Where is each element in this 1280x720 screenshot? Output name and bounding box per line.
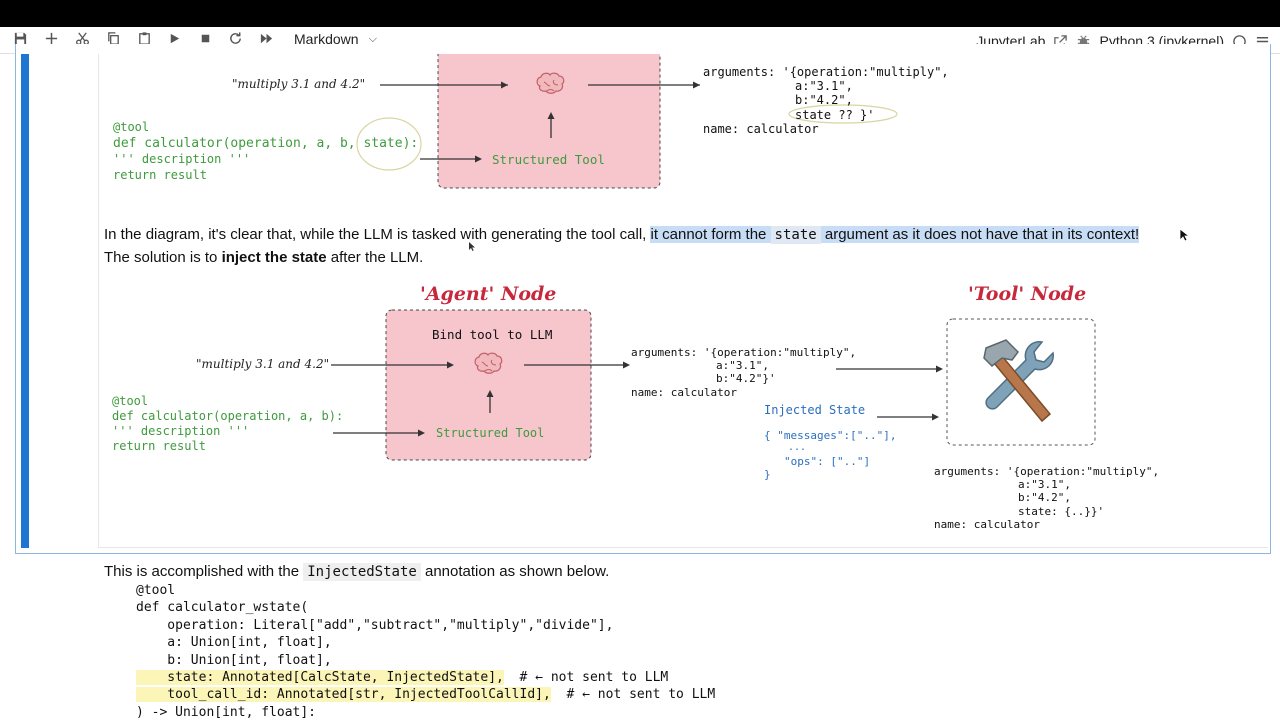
tool-node-title: 'Tool' Node bbox=[968, 283, 1087, 305]
brain-icon bbox=[536, 72, 565, 94]
state-question-ellipse bbox=[788, 104, 898, 124]
bottom-args-line-2: a:"3.1", bbox=[716, 359, 769, 372]
top-input-prompt: "multiply 3.1 and 4.2" bbox=[232, 77, 366, 91]
next-cell-intro-end: annotation as shown below. bbox=[420, 563, 610, 580]
prose-line-2: The solution is to inject the state afte… bbox=[104, 249, 423, 266]
prose-line-2-start: The solution is to bbox=[104, 249, 222, 266]
interrupt-kernel-button[interactable] bbox=[194, 30, 216, 52]
code-line-highlighted: state: Annotated[CalcState, InjectedStat… bbox=[136, 669, 715, 686]
cell-collapser-bar[interactable] bbox=[21, 54, 29, 548]
selected-text: it cannot form the state argument as it … bbox=[650, 226, 1140, 244]
code-line-highlighted: tool_call_id: Annotated[str, InjectedToo… bbox=[136, 686, 715, 703]
top-args-line-3: b:"4.2", bbox=[795, 93, 853, 107]
top-args-line-1: arguments: '{operation:"multiply", bbox=[703, 65, 949, 79]
tool-args-line-1: arguments: '{operation:"multiply", bbox=[934, 465, 1160, 478]
bottom-name-line: name: calculator bbox=[631, 386, 737, 399]
top-code-line-4: return result bbox=[113, 168, 207, 182]
refresh-icon bbox=[228, 31, 243, 51]
tool-name-line: name: calculator bbox=[934, 518, 1040, 531]
bottom-input-prompt: "multiply 3.1 and 4.2" bbox=[196, 357, 330, 371]
cell-content-area bbox=[98, 54, 1268, 548]
code-line: b: Union[int, float], bbox=[136, 652, 332, 668]
highlighted-toolcallid-arg: tool_call_id: Annotated[str, InjectedToo… bbox=[136, 687, 551, 703]
tool-args-line-2: a:"3.1", bbox=[1018, 478, 1071, 491]
injected-state-line-4: } bbox=[764, 468, 771, 481]
inline-code-state: state bbox=[770, 226, 821, 244]
bottom-args-line-3: b:"4.2"}' bbox=[716, 372, 776, 385]
top-code-line-2: def calculator(operation, a, b, state): bbox=[113, 136, 419, 151]
text-caret-icon bbox=[469, 242, 475, 251]
injected-state-line-2: ... bbox=[788, 442, 807, 453]
prose-highlight-b: argument as it does not have that in its… bbox=[820, 226, 1140, 243]
brain-icon bbox=[474, 352, 503, 374]
top-code-line-1: @tool bbox=[113, 120, 150, 134]
top-structured-tool: Structured Tool bbox=[492, 152, 605, 167]
code-line: @tool bbox=[136, 583, 176, 598]
hammer-wrench-icon bbox=[983, 339, 1055, 423]
bottom-code-line-2: def calculator(operation, a, b): bbox=[112, 409, 344, 423]
save-button[interactable] bbox=[9, 30, 31, 52]
prose-highlight-a: it cannot form the bbox=[650, 226, 771, 243]
agent-node-box bbox=[385, 309, 592, 461]
top-diagram bbox=[356, 54, 898, 189]
bottom-code-line-1: @tool bbox=[112, 394, 149, 408]
code-line: ) -> Union[int, float]: bbox=[136, 704, 317, 720]
code-line: operation: Literal["add","subtract","mul… bbox=[136, 617, 614, 633]
code-comment: # ← not sent to LLM bbox=[550, 687, 716, 703]
play-icon bbox=[167, 31, 182, 51]
cell-type-label: Markdown bbox=[294, 31, 359, 47]
injected-state-line-3: "ops": [".."] bbox=[784, 455, 871, 468]
code-comment: # ← not sent to LLM bbox=[503, 670, 669, 686]
injected-state-line-1: { "messages":[".."], bbox=[764, 429, 897, 442]
top-args-line-2: a:"3.1", bbox=[795, 79, 853, 93]
mouse-cursor-icon bbox=[1179, 228, 1189, 242]
window-top-bar bbox=[0, 0, 1280, 27]
save-icon bbox=[13, 31, 28, 51]
cell-type-dropdown[interactable]: Markdown ⌵ bbox=[294, 31, 377, 47]
tool-args-line-4: state: {..}}' bbox=[1018, 505, 1105, 518]
bottom-code-line-3: ''' description ''' bbox=[112, 424, 250, 438]
next-cell-intro[interactable]: This is accomplished with the InjectedSt… bbox=[104, 563, 610, 581]
highlighted-state-arg: state: Annotated[CalcState, InjectedStat… bbox=[136, 670, 504, 686]
insert-cell-button[interactable] bbox=[40, 30, 62, 52]
restart-kernel-button[interactable] bbox=[224, 30, 246, 52]
plus-icon bbox=[44, 31, 59, 51]
run-cell-button[interactable] bbox=[163, 30, 185, 52]
top-code-line-3: ''' description ''' bbox=[113, 152, 251, 166]
tool-args-line-3: b:"4.2", bbox=[1018, 491, 1071, 504]
next-cell-intro-start: This is accomplished with the bbox=[104, 563, 304, 580]
bottom-structured-tool: Structured Tool bbox=[436, 426, 545, 440]
top-args-line-4: state ?? }' bbox=[795, 108, 875, 122]
prose-line-1-start: In the diagram, it's clear that, while t… bbox=[104, 226, 651, 243]
stop-icon bbox=[198, 31, 213, 51]
prose-line-2-end: after the LLM. bbox=[326, 249, 424, 266]
chevron-down-icon: ⌵ bbox=[368, 32, 377, 45]
state-circle bbox=[356, 117, 422, 171]
prose-line-1: In the diagram, it's clear that, while t… bbox=[104, 226, 1140, 244]
bottom-args-line-1: arguments: '{operation:"multiply", bbox=[631, 346, 857, 359]
restart-run-all-button[interactable] bbox=[255, 30, 277, 52]
code-block[interactable]: @tool def calculator_wstate( operation: L… bbox=[136, 582, 715, 720]
injected-state-label: Injected State bbox=[764, 403, 866, 417]
top-bind-box bbox=[437, 54, 661, 189]
bottom-code-line-4: return result bbox=[112, 439, 206, 453]
agent-node-title: 'Agent' Node bbox=[420, 283, 557, 305]
fast-forward-icon bbox=[259, 31, 274, 51]
prose-bold: inject the state bbox=[221, 249, 327, 266]
code-line: def calculator_wstate( bbox=[136, 600, 309, 616]
code-line: a: Union[int, float], bbox=[136, 635, 332, 651]
top-name-line: name: calculator bbox=[703, 122, 819, 136]
bottom-bind-label: Bind tool to LLM bbox=[432, 327, 553, 342]
inline-code-injectedstate: InjectedState bbox=[303, 563, 421, 581]
